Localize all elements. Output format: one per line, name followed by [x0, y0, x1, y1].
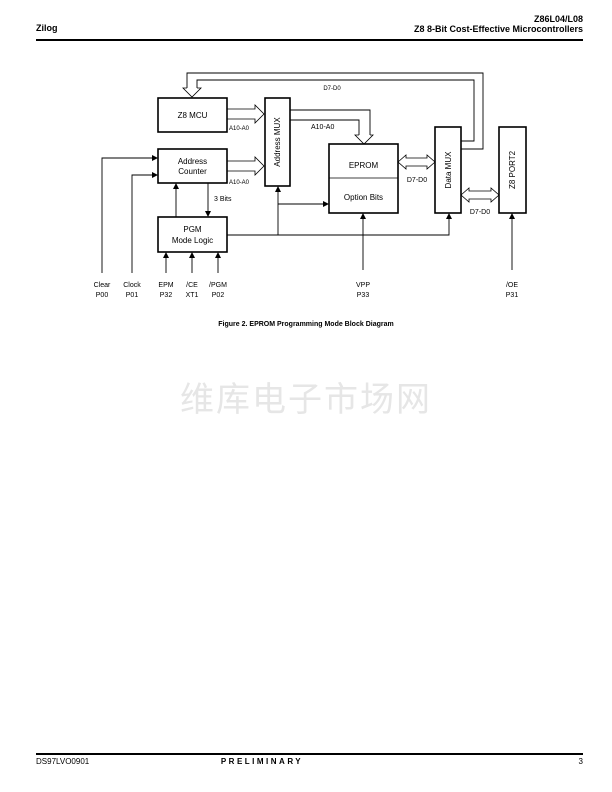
- eprom-datamux-bidir-arrow: [397, 154, 436, 170]
- clock-line: [131, 172, 158, 273]
- feedback-hollow-arrow: [182, 87, 202, 98]
- feedback-outer-line: [186, 72, 484, 150]
- svg-text:Mode Logic: Mode Logic: [172, 236, 213, 245]
- header-product-title: Z8 8-Bit Cost-Effective Microcontrollers: [413, 24, 583, 34]
- header-part-number: Z86L04/L08: [533, 14, 583, 24]
- eprom-block: EPROM Option Bits: [328, 143, 399, 214]
- pin-label-clock: Clock P01: [123, 282, 141, 299]
- header-title-block: Z86L04/L08 Z8 8-Bit Cost-Effective Micro…: [414, 14, 583, 34]
- svg-text:/OE: /OE: [506, 282, 518, 289]
- address-counter-block: Address Counter: [157, 148, 228, 184]
- footer-rule: [36, 753, 583, 755]
- pin-label-pgm: /PGM P02: [209, 282, 227, 299]
- counter-to-mux-arrow: [227, 156, 265, 176]
- mux-to-eprom-line-b: [290, 119, 360, 135]
- svg-text:/CE: /CE: [186, 282, 198, 289]
- mcu-to-mux-arrow: [227, 104, 265, 124]
- counter-addr-label: A10-A0: [229, 180, 250, 186]
- footer-doc-id: DS97LVO0901: [36, 757, 90, 766]
- svg-text:XT1: XT1: [186, 292, 199, 299]
- data-mux-block: Data MUX: [434, 126, 462, 214]
- svg-text:Address: Address: [178, 157, 207, 166]
- address-mux-block: Address MUX: [264, 97, 291, 187]
- svg-text:P33: P33: [357, 292, 370, 299]
- svg-text:P00: P00: [96, 292, 109, 299]
- svg-text:P01: P01: [126, 292, 139, 299]
- mux-to-eprom-arrow: [354, 134, 374, 145]
- svg-text:VPP: VPP: [356, 282, 370, 289]
- pin-label-oe: /OE P31: [506, 282, 519, 299]
- svg-text:Data MUX: Data MUX: [444, 151, 453, 189]
- footer-status: PRELIMINARY: [220, 757, 304, 766]
- port-data-label: D7-D0: [470, 209, 490, 216]
- pin-label-ce: /CE XT1: [186, 282, 199, 299]
- svg-text:Counter: Counter: [178, 167, 207, 176]
- eprom-data-label: D7-D0: [407, 177, 427, 184]
- pin-label-epm: EPM P32: [158, 282, 173, 299]
- svg-text:Address MUX: Address MUX: [273, 117, 282, 167]
- footer-page-number: 3: [578, 757, 583, 766]
- header-rule: [36, 39, 583, 41]
- block-diagram: D7-D0 A10-A0 A10-A0 A10-A0 D7-D0 D7-D0 3…: [94, 72, 527, 299]
- svg-text:P02: P02: [212, 292, 225, 299]
- z8-port2-block: Z8 PORT2: [498, 126, 527, 214]
- pgm-to-datamux-line: [227, 213, 452, 236]
- svg-text:/PGM: /PGM: [209, 282, 227, 289]
- feedback-inner-line: [196, 79, 475, 142]
- mux-addr-label: A10-A0: [311, 124, 334, 131]
- svg-text:Clock: Clock: [123, 282, 141, 289]
- pgm-mode-logic-block: PGM Mode Logic: [157, 216, 228, 253]
- z8-mcu-block: Z8 MCU: [157, 97, 228, 133]
- svg-text:P31: P31: [506, 292, 519, 299]
- figure-caption: Figure 2. EPROM Programming Mode Block D…: [218, 321, 394, 328]
- svg-text:Option Bits: Option Bits: [344, 193, 383, 202]
- mux-to-eprom-line-a: [290, 109, 371, 135]
- svg-text:Clear: Clear: [94, 282, 111, 289]
- svg-text:Z8 MCU: Z8 MCU: [178, 111, 208, 120]
- feedback-data-label: D7-D0: [323, 86, 341, 92]
- three-bits-label: 3 Bits: [214, 196, 232, 203]
- pin-label-vpp: VPP P33: [356, 282, 370, 299]
- datamux-port2-bidir-arrow: [460, 187, 500, 203]
- svg-text:EPROM: EPROM: [349, 161, 379, 170]
- pin-label-clear: Clear P00: [94, 282, 111, 299]
- mcu-addr-label: A10-A0: [229, 126, 250, 132]
- header-company: Zilog: [36, 23, 58, 33]
- svg-text:PGM: PGM: [183, 225, 202, 234]
- svg-text:EPM: EPM: [158, 282, 173, 289]
- clear-line: [101, 155, 158, 273]
- svg-text:P32: P32: [160, 292, 173, 299]
- watermark: 维库电子市场网: [180, 380, 432, 420]
- svg-text:Z8 PORT2: Z8 PORT2: [508, 150, 517, 189]
